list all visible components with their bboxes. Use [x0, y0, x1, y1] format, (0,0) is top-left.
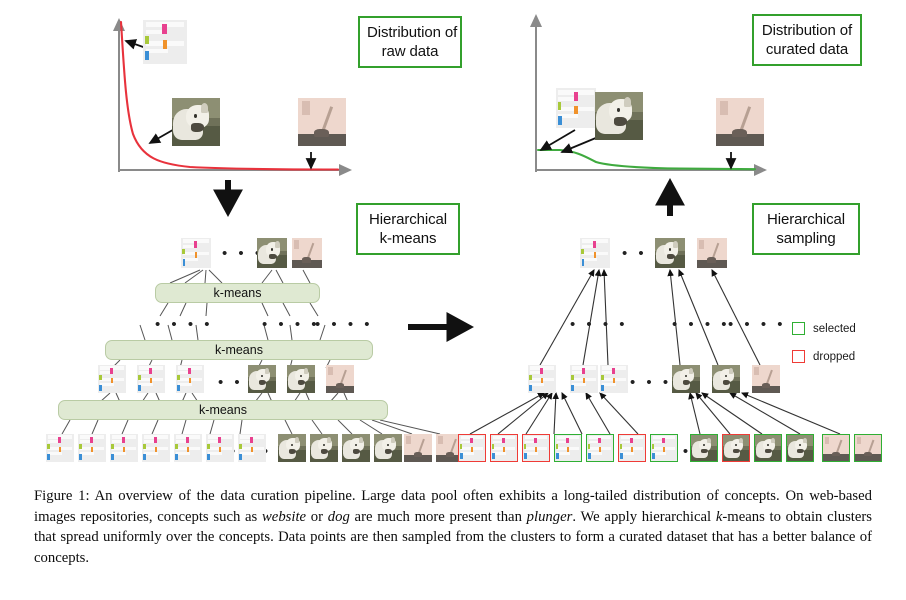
dog-thumbnail [172, 98, 220, 146]
label-raw-distribution: Distribution of raw data [358, 16, 462, 68]
website-thumbnail [174, 434, 202, 462]
website-thumbnail [206, 434, 234, 462]
label-line-1: Distribution of [367, 24, 458, 41]
dog-thumbnail [786, 434, 814, 462]
legend-label: selected [813, 322, 856, 335]
label-line-1: Hierarchical [767, 211, 845, 228]
website-thumbnail [98, 365, 126, 393]
dots-separator: • • • • [672, 316, 731, 333]
caption-text: -means to obtain clusters that spread un… [34, 508, 872, 566]
curated-data-curve [536, 148, 757, 171]
plunger-thumbnail [292, 238, 322, 268]
website-thumbnail [522, 434, 550, 462]
website-thumbnail [580, 238, 610, 268]
label-line-2: curated data [765, 41, 849, 58]
plunger-thumbnail [752, 365, 780, 393]
legend-item-selected: selected [792, 322, 856, 335]
kmeans-bar-level-1: k-means [155, 283, 320, 303]
website-thumbnail [650, 434, 678, 462]
caption-text: are much more present than [349, 508, 527, 525]
website-thumbnail [181, 238, 211, 268]
plunger-thumbnail [854, 434, 882, 462]
website-thumbnail [570, 365, 598, 393]
website-thumbnail [528, 365, 556, 393]
figure-caption: Figure 1: An overview of the data curati… [34, 486, 872, 568]
caption-emphasis-website: website [262, 508, 307, 525]
figure-canvas: Distribution of raw data Distribution of… [46, 14, 882, 462]
plunger-thumbnail [298, 98, 346, 146]
raw-data-curve [119, 20, 340, 171]
website-thumbnail [586, 434, 614, 462]
dog-thumbnail [342, 434, 370, 462]
website-thumbnail [490, 434, 518, 462]
dog-thumbnail [278, 434, 306, 462]
dog-thumbnail [595, 92, 643, 140]
label-line-1: Hierarchical [369, 211, 447, 228]
dog-thumbnail [655, 238, 685, 268]
right-tree-edges [469, 268, 841, 435]
label-line-2: sampling [776, 230, 836, 247]
label-line-1: Distribution of [761, 22, 853, 39]
dots-separator: • • • • [728, 316, 787, 333]
dog-thumbnail [374, 434, 402, 462]
website-thumbnail [554, 434, 582, 462]
label-hierarchical-kmeans: Hierarchical k-means [356, 203, 460, 255]
label-curated-distribution: Distribution of curated data [752, 14, 862, 66]
website-thumbnail [458, 434, 486, 462]
dog-thumbnail [722, 434, 750, 462]
kmeans-bar-label: k-means [215, 343, 263, 357]
label-hierarchical-sampling: Hierarchical sampling [752, 203, 860, 255]
plunger-thumbnail [326, 365, 354, 393]
dog-thumbnail [287, 365, 315, 393]
dog-thumbnail [310, 434, 338, 462]
kmeans-bar-level-3: k-means [58, 400, 388, 420]
dots-separator: • • • • [570, 316, 629, 333]
website-thumbnail [618, 434, 646, 462]
kmeans-bar-level-2: k-means [105, 340, 373, 360]
label-line-2: raw data [381, 43, 439, 60]
website-thumbnail [176, 365, 204, 393]
website-thumbnail [142, 434, 170, 462]
website-thumbnail [600, 365, 628, 393]
caption-emphasis-dog: dog [327, 508, 350, 525]
dropped-swatch-icon [792, 350, 805, 363]
dog-thumbnail [672, 365, 700, 393]
dots-separator: • • • • [315, 316, 374, 333]
plunger-thumbnail [716, 98, 764, 146]
label-line-2: k-means [379, 230, 437, 247]
dog-thumbnail [690, 434, 718, 462]
plunger-thumbnail [697, 238, 727, 268]
plunger-thumbnail [822, 434, 850, 462]
caption-text: . We apply hierarchical [572, 508, 716, 525]
dog-thumbnail [754, 434, 782, 462]
website-thumbnail [78, 434, 106, 462]
caption-text: or [306, 508, 328, 525]
website-thumbnail [238, 434, 266, 462]
plunger-thumbnail [404, 434, 432, 462]
dog-thumbnail [257, 238, 287, 268]
selected-swatch-icon [792, 322, 805, 335]
website-thumbnail [137, 365, 165, 393]
website-thumbnail [46, 434, 74, 462]
dots-separator: • • • • [155, 316, 214, 333]
dots-separator: • • • • [262, 316, 321, 333]
legend-label: dropped [813, 350, 856, 363]
kmeans-bar-label: k-means [213, 286, 262, 300]
kmeans-bar-label: k-means [199, 403, 247, 417]
website-thumbnail [143, 20, 187, 64]
dog-thumbnail [248, 365, 276, 393]
dots-separator: • • • • [630, 374, 689, 391]
caption-emphasis-k: k [715, 508, 723, 525]
legend-item-dropped: dropped [792, 350, 855, 363]
dog-thumbnail [712, 365, 740, 393]
caption-text: Figure 1: An overview of the data curati… [34, 488, 872, 525]
caption-emphasis-plunger: plunger [526, 508, 573, 525]
website-thumbnail [556, 88, 596, 128]
website-thumbnail [110, 434, 138, 462]
